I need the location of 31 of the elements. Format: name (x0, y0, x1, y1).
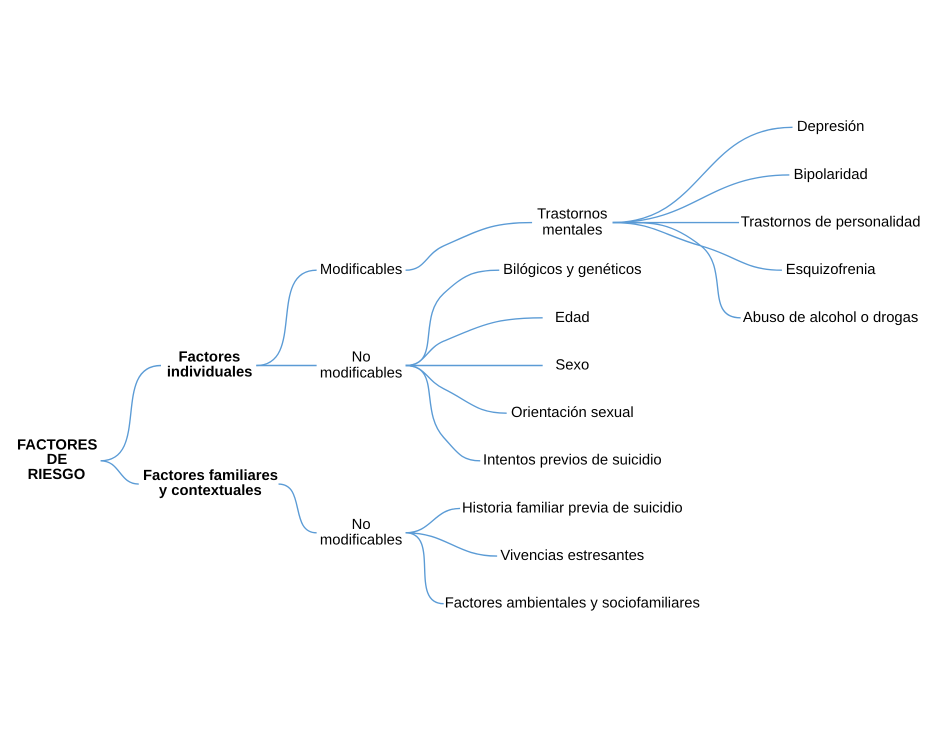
node-text: Trastornos de personalidad (740, 214, 921, 230)
node-text: Modificables (320, 262, 402, 278)
node-text: Orientación sexual (510, 405, 634, 422)
connector (256, 364, 317, 366)
node-text: Intentos previos de suicidio (482, 452, 662, 469)
node-text: Esquizofrenia (786, 262, 876, 278)
connector (256, 270, 317, 366)
node-text: FACTORES DE RIESGO (17, 437, 98, 483)
connector (406, 317, 543, 366)
connector (612, 222, 741, 319)
connector (405, 364, 480, 462)
node-text: Edad (555, 310, 590, 326)
connector (406, 532, 498, 557)
node-text: Sexo (555, 357, 590, 374)
connector (278, 483, 317, 534)
node-text: Trastornos mentales (537, 206, 608, 238)
connector (406, 222, 532, 271)
connector (100, 364, 162, 462)
node-text: Abuso de alcohol o drogas (742, 310, 918, 326)
connector (100, 460, 139, 485)
node-text: Factores familiares y contextuales (143, 468, 278, 499)
node-text: Factores ambientales y sociofamiliares (444, 596, 700, 612)
node-text: Depresión (796, 119, 864, 136)
node-text: Bilógicos y genéticos (503, 262, 642, 278)
node-text: No modificables (320, 349, 402, 382)
node-text: Factores individuales (166, 349, 252, 380)
node-text: Vivencias estresantes (500, 548, 644, 564)
node-text: Historia familiar previa de suicidio (462, 500, 683, 516)
node-text: Bipolaridad (794, 166, 868, 183)
connector (405, 532, 444, 604)
node-text: No modificables (320, 516, 402, 549)
